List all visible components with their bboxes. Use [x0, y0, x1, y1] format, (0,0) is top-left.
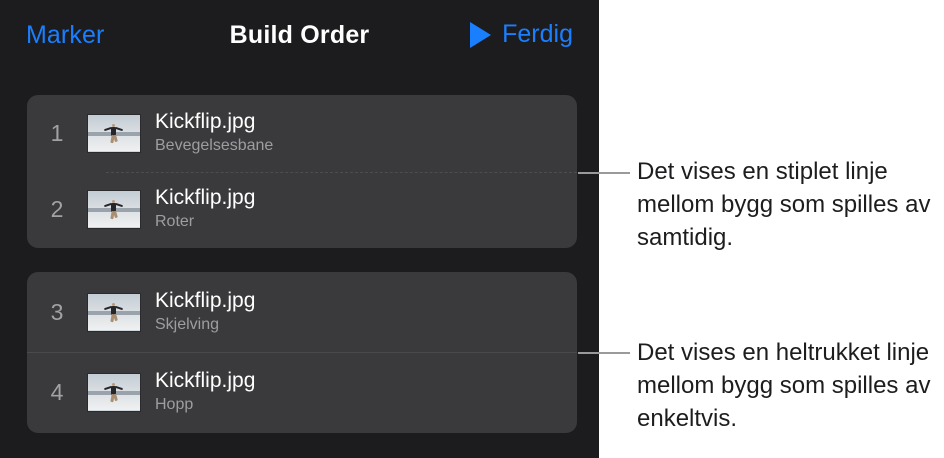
photo-thumbnail-icon [87, 372, 141, 412]
callout-leader-line [578, 172, 630, 174]
list-item[interactable]: 3 Kickflip.jpg Skjelving [27, 272, 577, 352]
row-title: Kickflip.jpg [155, 289, 256, 312]
device-panel: Marker Build Order Ferdig 1 [0, 0, 599, 458]
dashed-separator [106, 172, 577, 173]
row-index: 3 [50, 298, 64, 325]
row-text: Kickflip.jpg Bevegelsesbane [155, 109, 577, 157]
build-group-card[interactable]: 1 Kickflip.jpg Bevegelsesbane 2 [27, 95, 577, 248]
list-item[interactable]: 1 Kickflip.jpg Bevegelsesbane [27, 95, 577, 171]
row-title: Kickflip.jpg [155, 186, 256, 209]
row-subtitle: Hopp [155, 396, 194, 413]
callout-leader-line [578, 352, 630, 354]
page-title: Build Order [229, 21, 370, 49]
photo-thumbnail-icon [87, 292, 141, 332]
play-done-controls: Ferdig [470, 20, 573, 49]
row-title: Kickflip.jpg [155, 369, 256, 392]
row-index: 1 [50, 119, 64, 146]
solid-separator [27, 352, 577, 353]
build-group-card[interactable]: 3 Kickflip.jpg Skjelving 4 [27, 272, 577, 433]
play-triangle-icon[interactable] [470, 21, 492, 48]
row-text: Kickflip.jpg Roter [155, 185, 577, 233]
photo-thumbnail-icon [87, 113, 141, 153]
callout-text: Det vises en heltrukket linje mellom byg… [637, 339, 931, 432]
row-subtitle: Roter [155, 213, 195, 230]
list-item[interactable]: 4 Kickflip.jpg Hopp [27, 352, 577, 432]
callout-text: Det vises en stiplet linje mellom bygg s… [637, 158, 931, 251]
row-index: 4 [50, 378, 64, 405]
navigation-bar: Marker Build Order Ferdig [0, 0, 599, 72]
row-subtitle: Skjelving [155, 316, 220, 333]
photo-thumbnail-icon [87, 189, 141, 229]
row-subtitle: Bevegelsesbane [155, 137, 274, 154]
row-title: Kickflip.jpg [155, 110, 256, 133]
back-button[interactable]: Marker [26, 21, 105, 49]
row-text: Kickflip.jpg Hopp [155, 368, 577, 416]
list-item[interactable]: 2 Kickflip.jpg Roter [27, 171, 577, 247]
row-text: Kickflip.jpg Skjelving [155, 288, 577, 336]
row-index: 2 [50, 195, 64, 222]
done-button[interactable]: Ferdig [502, 20, 573, 48]
